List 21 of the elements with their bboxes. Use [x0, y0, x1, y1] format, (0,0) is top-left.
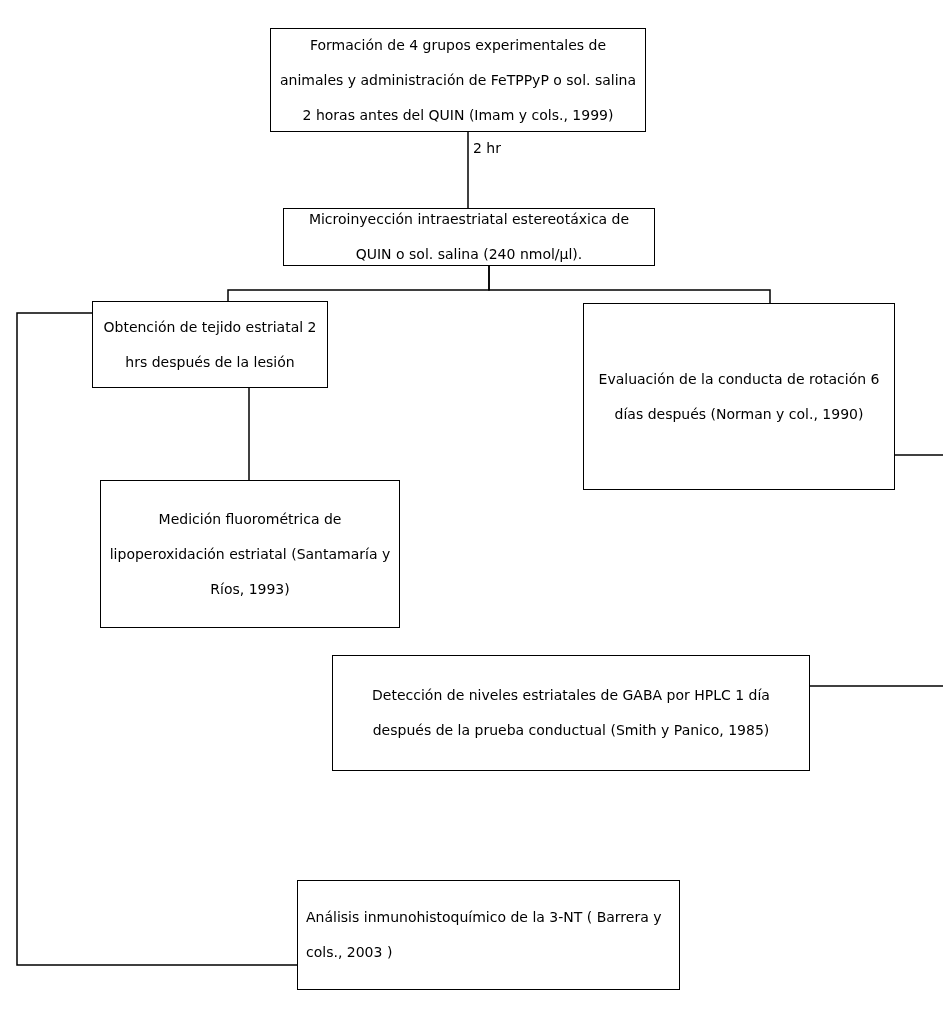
connector-line	[467, 131, 469, 209]
edge-label: 2 hr	[471, 140, 503, 156]
step-text: Formación de 4 grupos experimentales de animales y administración de FeTPPyP o sol. salina 2 horas antes del QUIN (Imam y cols., 1999)	[279, 35, 637, 125]
step-text: Análisis inmunohistoquímico de la 3-NT ( Barrera y cols., 2003 )	[306, 908, 663, 962]
connector-line	[894, 454, 943, 456]
process-box	[297, 880, 680, 990]
step-text: Evaluación de la conducta de rotación 6 días después (Norman y col., 1990)	[597, 369, 881, 424]
process-box	[332, 655, 810, 771]
step-text: Microinyección intraestriatal estereotáxica de QUIN o sol. salina (240 nmol/µl).	[307, 210, 631, 264]
connector-line	[248, 387, 250, 481]
connector-line	[16, 312, 298, 966]
step-text: Medición fluorométrica de lipoperoxidación estriatal (Santamaría y Ríos, 1993)	[109, 509, 391, 599]
connector-line	[488, 265, 771, 304]
process-box	[92, 301, 328, 388]
process-box	[270, 28, 646, 132]
step-text: Detección de niveles estriatales de GABA por HPLC 1 día después de la prueba conductual (Smith y Panico, 1985)	[371, 686, 771, 740]
process-box	[283, 208, 655, 266]
connector-line	[809, 685, 943, 687]
process-box	[583, 303, 895, 490]
step-text: Obtención de tejido estriatal 2 hrs después de la lesión	[102, 317, 318, 372]
process-box	[100, 480, 400, 628]
